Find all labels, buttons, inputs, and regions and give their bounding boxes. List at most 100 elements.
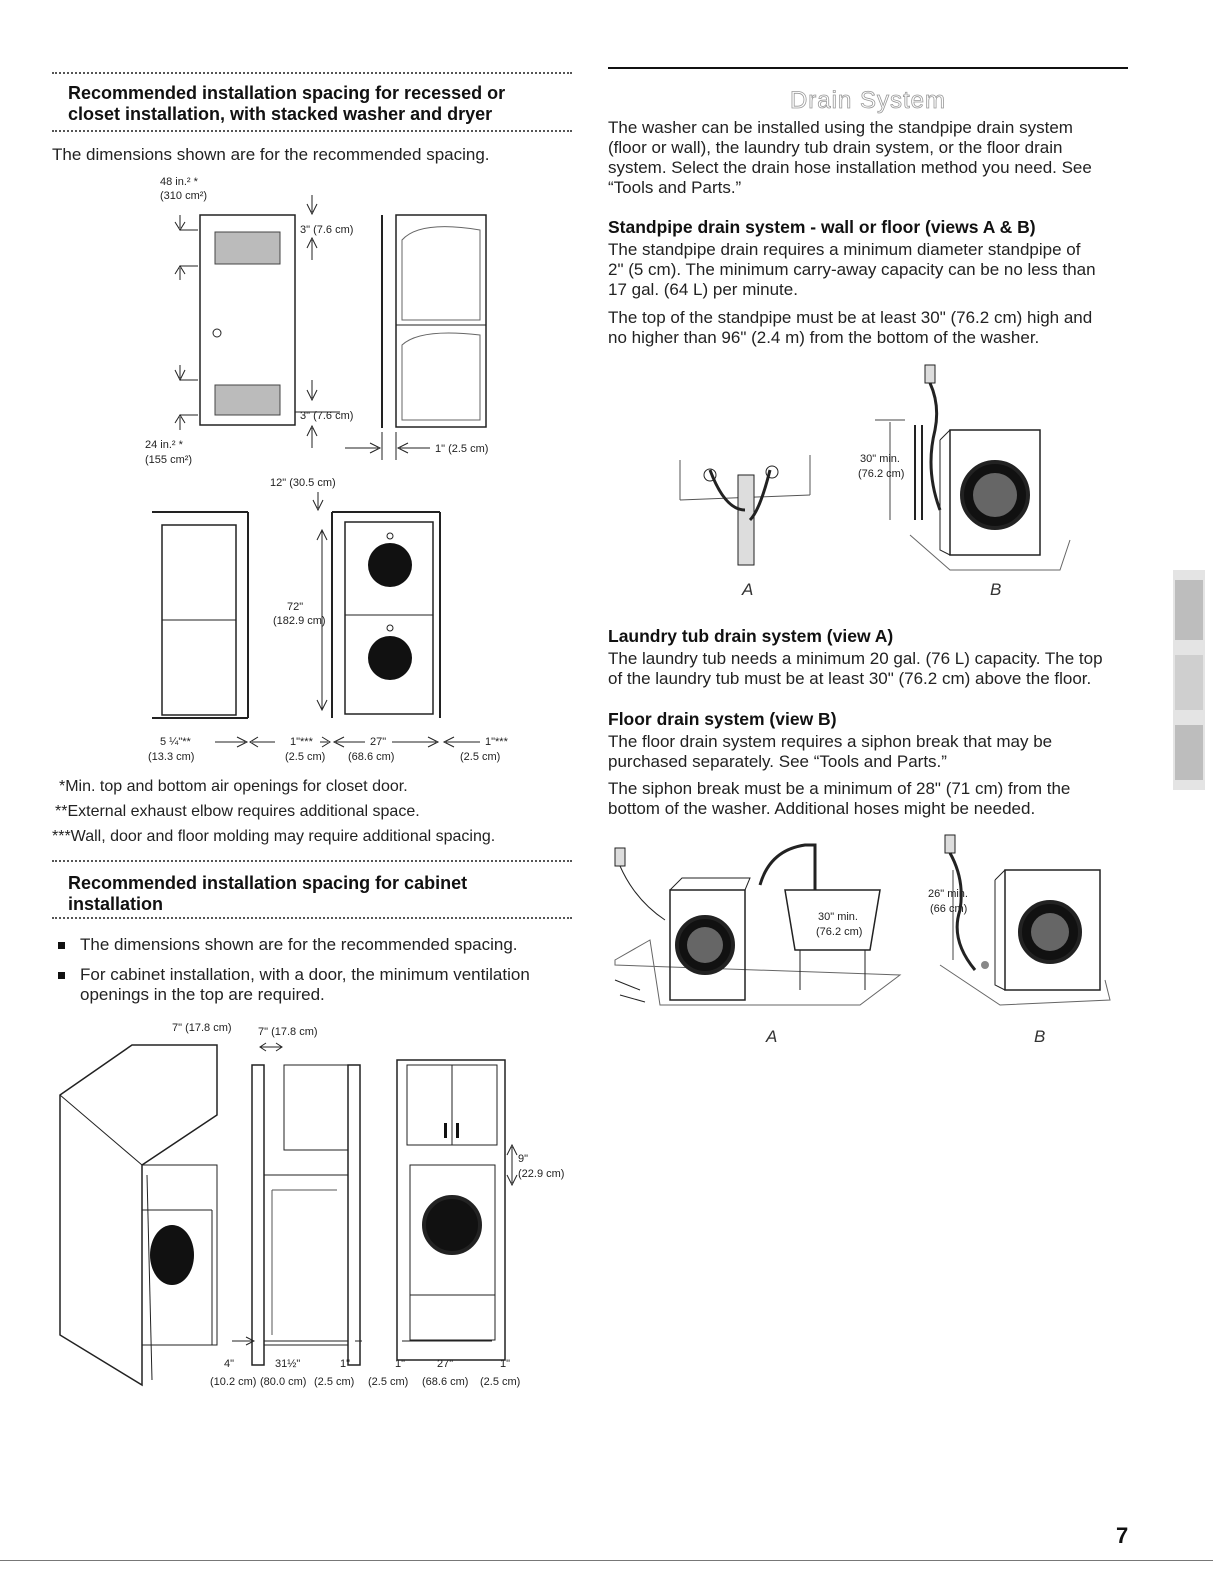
top-area-label: 48 in.² * bbox=[160, 176, 199, 188]
floor-drain-para1: The floor drain system requires a siphon… bbox=[608, 732, 1128, 772]
dim1-label: 5 ¼"** bbox=[160, 736, 192, 748]
standpipe-para2-line1: The top of the standpipe must be at leas… bbox=[608, 308, 1093, 327]
standpipe-label-b: B bbox=[990, 580, 1001, 599]
footnotes: *Min. top and bottom air openings for cl… bbox=[52, 777, 572, 846]
bottom-dim-cm-1: (10.2 cm) bbox=[210, 1376, 256, 1388]
bottom-dim-cm-5: (68.6 cm) bbox=[422, 1376, 468, 1388]
dim3-cm: (68.6 cm) bbox=[348, 751, 394, 763]
washer-door bbox=[368, 636, 412, 680]
footnote-1: *Min. top and bottom air openings for cl… bbox=[59, 778, 408, 795]
standpipe-para2: The top of the standpipe must be at leas… bbox=[608, 308, 1128, 348]
standpipe-para1-line3: 17 gal. (64 L) per minute. bbox=[608, 280, 798, 299]
bottom-dim-6: 1" bbox=[500, 1358, 510, 1370]
stacked-front-diagram: 12" (30.5 cm) 72" (182.9 cm) 5 ¼"** (13.… bbox=[148, 477, 509, 763]
floor-drain-para1-line1: The floor drain system requires a siphon… bbox=[608, 732, 1053, 751]
bullet-2 bbox=[58, 972, 65, 979]
gap-bottom-label: 3" (7.6 cm) bbox=[300, 410, 353, 422]
right-top-rule bbox=[608, 67, 1128, 69]
bottom-dim-cm-4: (2.5 cm) bbox=[368, 1376, 408, 1388]
page-number: 7 bbox=[1116, 1523, 1129, 1548]
footnote-3: ***Wall, door and floor molding may requ… bbox=[52, 828, 496, 845]
standpipe-label-a: A bbox=[741, 580, 753, 599]
tub-dim-b: (76.2 cm) bbox=[816, 926, 862, 938]
bottom-dim-3: 1" bbox=[340, 1358, 350, 1370]
bottom-area-label-cm: (155 cm²) bbox=[145, 454, 192, 466]
top-clearance-label: 12" (30.5 cm) bbox=[270, 477, 336, 489]
standpipe-figure: A 30" min. (76.2 cm) B bbox=[679, 364, 1071, 599]
tub-and-floor-figure: 30" min. (76.2 cm) A 26" min. (66 cm) B bbox=[614, 834, 1111, 1045]
drain-intro-line2: (floor or wall), the laundry tub drain s… bbox=[608, 138, 1063, 157]
gap-top-label: 3" (7.6 cm) bbox=[300, 224, 353, 236]
closet-door bbox=[199, 214, 296, 426]
dim2-label: 1"*** bbox=[290, 736, 314, 748]
stacked-front bbox=[344, 521, 434, 715]
drain-intro: The washer can be installed using the st… bbox=[608, 118, 1128, 198]
section1-intro: The dimensions shown are for the recomme… bbox=[52, 145, 490, 164]
section2-top-rule bbox=[52, 860, 572, 862]
bottom-dim-5: 27" bbox=[437, 1358, 453, 1370]
cabinet-washer-door bbox=[150, 1225, 194, 1285]
section1-top-rule bbox=[52, 72, 572, 74]
stacked-units-side bbox=[395, 214, 487, 428]
laundry-tub-heading: Laundry tub drain system (view A) bbox=[608, 626, 894, 646]
height-label-cm: (182.9 cm) bbox=[273, 615, 326, 627]
section1-heading-line2: closet installation, with stacked washer… bbox=[68, 104, 493, 124]
bottom-dim-1: 4" bbox=[224, 1358, 234, 1370]
bullet-text-2-line2: openings in the top are required. bbox=[80, 985, 325, 1004]
floor-drain-para2-line2: bottom of the washer. Additional hoses m… bbox=[608, 799, 1036, 818]
bottom-dim-cm-6: (2.5 cm) bbox=[480, 1376, 520, 1388]
section1-heading-rule bbox=[52, 130, 572, 132]
dryer-door bbox=[368, 543, 412, 587]
washer-b bbox=[949, 429, 1041, 556]
dim2-cm: (2.5 cm) bbox=[285, 751, 325, 763]
door-knob bbox=[212, 328, 222, 338]
cabinet-diagram: 7" (17.8 cm) 7" (17.8 cm) 9" (22.9 cm) 4… bbox=[59, 1022, 564, 1388]
dim3-label: 27" bbox=[370, 736, 386, 748]
floor-drain-para2-line1: The siphon break must be a minimum of 28… bbox=[608, 779, 1071, 798]
depth-label-a: 7" (17.8 cm) bbox=[172, 1022, 232, 1034]
dim1-cm: (13.3 cm) bbox=[148, 751, 194, 763]
standpipe-para1-line1: The standpipe drain requires a minimum d… bbox=[608, 240, 1081, 259]
drain-intro-line4: “Tools and Parts.” bbox=[608, 178, 742, 197]
standpipe-dim-a: 30" min. bbox=[860, 453, 900, 465]
footnote-2: **External exhaust elbow requires additi… bbox=[55, 803, 420, 820]
bullet-text-2: For cabinet installation, with a door, t… bbox=[80, 965, 530, 1005]
section1-heading-line1: Recommended installation spacing for rec… bbox=[68, 83, 506, 103]
bottom-rule bbox=[0, 1560, 1213, 1561]
laundry-tub-para-line1: The laundry tub needs a minimum 20 gal. … bbox=[608, 649, 1103, 668]
bottom-dim-cm-3: (2.5 cm) bbox=[314, 1376, 354, 1388]
section1-heading: Recommended installation spacing for rec… bbox=[68, 83, 568, 125]
section2-heading: Recommended installation spacing for cab… bbox=[68, 873, 568, 915]
standpipe-heading: Standpipe drain system - wall or floor (… bbox=[608, 217, 1036, 237]
laundry-tub-para-line2: of the laundry tub must be at least 30" … bbox=[608, 669, 1092, 688]
language-tab-graphic bbox=[1173, 570, 1205, 790]
dim4-cm: (2.5 cm) bbox=[460, 751, 500, 763]
front-washer-door bbox=[422, 1195, 482, 1255]
bottom-area-label: 24 in.² * bbox=[145, 439, 184, 451]
top-area-label-cm: (310 cm²) bbox=[160, 190, 207, 202]
laundry-tub-para: The laundry tub needs a minimum 20 gal. … bbox=[608, 649, 1128, 689]
section2-heading-rule bbox=[52, 917, 572, 919]
bullet-text-2-line1: For cabinet installation, with a door, t… bbox=[80, 965, 530, 984]
drain-intro-line1: The washer can be installed using the st… bbox=[608, 118, 1073, 137]
top-vent bbox=[214, 231, 281, 265]
floor-drain-para1-line2: purchased separately. See “Tools and Par… bbox=[608, 752, 947, 771]
bullet-1 bbox=[58, 942, 65, 949]
bottom-dim-4: 1" bbox=[395, 1358, 405, 1370]
cabinet-iso bbox=[59, 1044, 218, 1387]
floor-dim-a: 26" min. bbox=[928, 888, 968, 900]
floor-dim-b: (66 cm) bbox=[930, 903, 967, 915]
floor-label-b: B bbox=[1034, 1027, 1045, 1045]
language-tab bbox=[1167, 560, 1211, 800]
standpipe-para1-line2: 2" (5 cm). The minimum carry-away capaci… bbox=[608, 260, 1096, 279]
top-gap-label-cm: (22.9 cm) bbox=[518, 1168, 564, 1180]
drain-intro-line3: system. Select the drain hose installati… bbox=[608, 158, 1092, 177]
section2-heading-line1: Recommended installation spacing for cab… bbox=[68, 873, 468, 893]
standpipe-dim-b: (76.2 cm) bbox=[858, 468, 904, 480]
standpipe-para2-line2: no higher than 96" (2.4 m) from the bott… bbox=[608, 328, 1040, 347]
standpipe-para1: The standpipe drain requires a minimum d… bbox=[608, 240, 1128, 300]
tub-dim-a: 30" min. bbox=[818, 911, 858, 923]
bottom-dim-cm-2: (80.0 cm) bbox=[260, 1376, 306, 1388]
tub-label-a: A bbox=[765, 1027, 777, 1045]
bottom-dim-2: 31½" bbox=[275, 1358, 300, 1370]
